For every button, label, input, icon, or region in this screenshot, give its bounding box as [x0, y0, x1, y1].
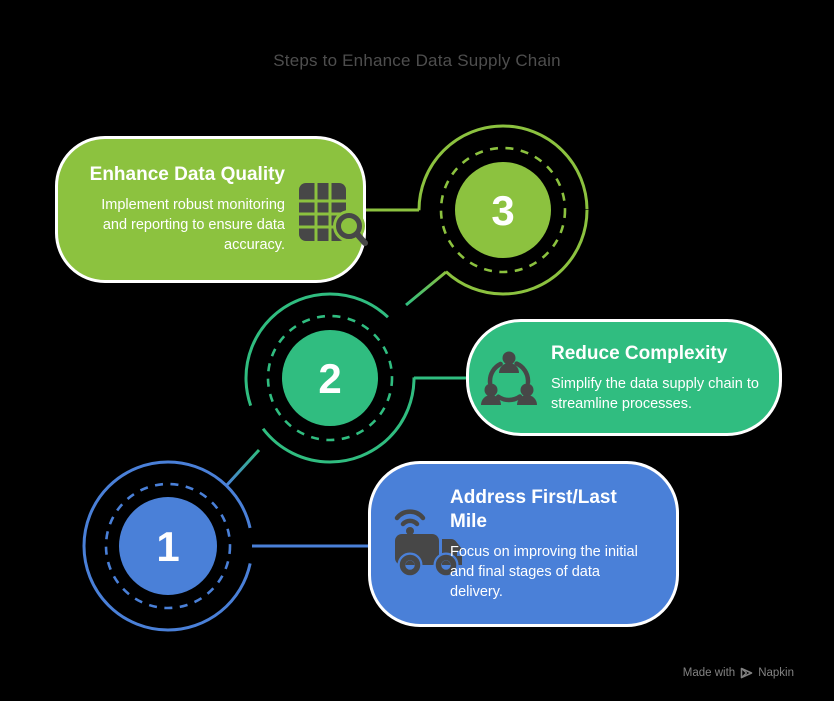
delivery-truck-wifi-icon [394, 509, 467, 578]
node2-number: 2 [318, 355, 341, 402]
step-card-2-text: Reduce Complexity Simplify the data supp… [551, 342, 763, 414]
node1-circle [119, 497, 217, 595]
node3-dashed-ring [439, 146, 567, 274]
node1-number: 1 [156, 523, 179, 570]
connector-node3-node2 [405, 270, 447, 307]
step-card-2-title: Reduce Complexity [551, 343, 728, 364]
table-search-icon [299, 183, 368, 246]
connector-node2-node1 [224, 448, 261, 488]
node3-circle [455, 162, 551, 258]
watermark: Made with Napkin [683, 667, 794, 679]
step-card-3-title: Enhance Data Quality [89, 164, 285, 185]
people-network-icon [481, 351, 537, 405]
step-node-3: 3 [417, 124, 589, 296]
watermark-prefix: Made with [682, 667, 736, 679]
step-card-2: Reduce Complexity Simplify the data supp… [466, 319, 782, 436]
step-node-2: 2 [244, 292, 416, 464]
node2-circle [282, 330, 378, 426]
node1-dashed-ring [104, 482, 232, 610]
step-card-1-title: Address First/Last Mile [450, 487, 617, 532]
page-title: Steps to Enhance Data Supply Chain [273, 51, 561, 70]
node1-outer-ring [82, 460, 254, 632]
step-card-1-description: Focus on improving the initial and final… [450, 543, 638, 600]
step-card-1-text: Address First/Last Mile Focus on improvi… [450, 486, 655, 602]
napkin-logo-icon [740, 667, 753, 679]
node2-outer-ring [244, 292, 416, 464]
step-card-3-text: Enhance Data Quality Implement robust mo… [85, 163, 285, 255]
node2-dashed-ring [266, 314, 394, 442]
step-card-3-description: Implement robust monitoring and reportin… [101, 196, 285, 253]
node3-number: 3 [491, 187, 514, 234]
step-card-2-description: Simplify the data supply chain to stream… [551, 375, 759, 412]
node3-outer-ring [417, 124, 589, 296]
step-card-1: Address First/Last Mile Focus on improvi… [368, 461, 679, 627]
step-node-1: 1 [82, 460, 254, 632]
watermark-brand: Napkin [758, 667, 794, 679]
step-card-3: Enhance Data Quality Implement robust mo… [55, 136, 368, 283]
